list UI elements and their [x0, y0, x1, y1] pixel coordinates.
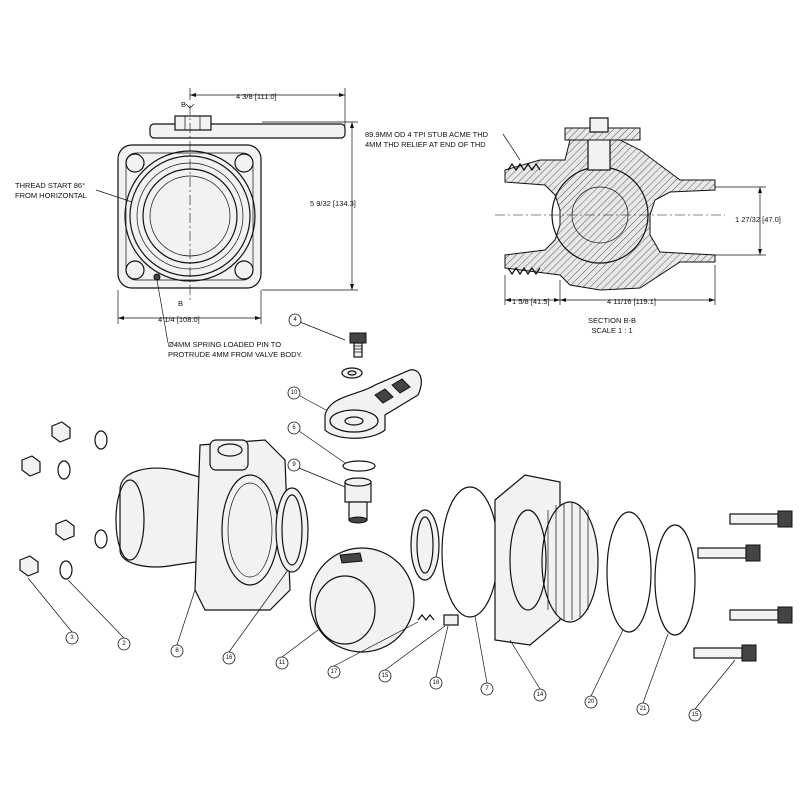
note-pin-line1: Ø4MM SPRING LOADED PIN TO: [168, 340, 281, 349]
part-stem: [344, 477, 372, 524]
balloon-10: [287, 386, 301, 400]
balloon-18: [429, 676, 443, 690]
part-valve-body: [115, 439, 291, 611]
balloon-9: [287, 458, 301, 472]
balloon-6: [287, 421, 301, 435]
exploded-view: 4 10 6 9 3 2 8 16 11: [19, 313, 793, 722]
part-seat-right: [410, 509, 440, 581]
balloon-8: [170, 644, 184, 658]
front-view: B B 4 3/8 [111.0] 5 9/32 [134.3] 4 1/4 […: [15, 88, 358, 359]
part-o-ring-21: [654, 524, 696, 636]
part-o-ring-small: [342, 460, 376, 472]
balloons: 4 10 6 9 3 2 8 16 11: [27, 313, 736, 722]
part-washer: [341, 367, 363, 379]
note-thread-start-line2: FROM HORIZONTAL: [15, 191, 87, 200]
note-acme-thread-line1: 89.9MM OD 4 TPI STUB ACME THD: [365, 130, 489, 139]
part-lock-washers: [57, 430, 108, 580]
part-screw: [349, 332, 367, 358]
balloon-20: [584, 695, 598, 709]
balloon-15-pin: [378, 669, 392, 683]
svg-text:16: 16: [226, 655, 233, 661]
bolt-hole: [125, 153, 145, 173]
part-o-ring-20: [606, 511, 652, 633]
part-spring: [417, 614, 435, 621]
part-seat-left: [275, 487, 309, 573]
balloon-14: [533, 688, 547, 702]
part-bolts: [693, 510, 793, 662]
balloon-4: [288, 313, 302, 327]
dim-left: 1 5/8 [41.5]: [512, 297, 550, 306]
section-view: 1 27/32 [47.0] 1 5/8 [41.5] 4 11/16 [119…: [365, 117, 781, 335]
dim-bore: 1 27/32 [47.0]: [735, 215, 781, 224]
svg-text:18: 18: [433, 680, 440, 686]
section-mark-bottom: B: [178, 299, 183, 308]
bolt-hole: [234, 260, 254, 280]
svg-text:17: 17: [331, 669, 338, 675]
svg-text:8: 8: [175, 648, 179, 654]
svg-text:10: 10: [291, 390, 298, 396]
dim-height: 5 9/32 [134.3]: [310, 199, 356, 208]
acme-thread-bottom: [507, 266, 541, 276]
note-thread-start-line1: THREAD START 86°: [15, 181, 85, 190]
acme-thread-top: [507, 162, 541, 172]
dim-length: 4 11/16 [119.1]: [607, 297, 656, 306]
balloon-15-bolt: [688, 708, 702, 722]
section-title: SECTION B-B: [588, 316, 636, 325]
svg-text:4: 4: [293, 317, 297, 323]
note-pin-line2: PROTRUDE 4MM FROM VALVE BODY.: [168, 350, 303, 359]
part-pin: [443, 614, 459, 626]
svg-text:7: 7: [485, 686, 489, 692]
bolt-hole: [125, 260, 145, 280]
svg-text:15: 15: [692, 712, 699, 718]
svg-text:3: 3: [70, 635, 74, 641]
svg-text:14: 14: [537, 692, 544, 698]
dim-width-top: 4 3/8 [111.0]: [236, 92, 277, 101]
part-gasket: [441, 486, 499, 618]
spring-pin: [153, 273, 161, 281]
svg-text:15: 15: [382, 673, 389, 679]
balloon-21: [636, 702, 650, 716]
front-handle: [149, 115, 346, 139]
svg-text:21: 21: [640, 706, 647, 712]
section-mark-top: B: [181, 100, 186, 109]
note-acme-thread-line2: 4MM THD RELIEF AT END OF THD: [365, 140, 486, 149]
part-handle: [324, 369, 422, 439]
part-nuts: [19, 421, 75, 577]
balloon-2: [117, 637, 131, 651]
svg-text:20: 20: [588, 699, 595, 705]
svg-text:11: 11: [279, 660, 286, 666]
front-body-flange: [117, 144, 262, 289]
bolt-hole: [234, 153, 254, 173]
svg-text:9: 9: [292, 462, 296, 468]
section-scale: SCALE 1 : 1: [591, 326, 632, 335]
svg-text:6: 6: [292, 425, 296, 431]
balloon-7: [480, 682, 494, 696]
balloon-11: [275, 656, 289, 670]
part-end-connector: [494, 474, 599, 646]
section-handle: [564, 127, 641, 141]
balloon-16: [222, 651, 236, 665]
dim-width-bottom: 4 1/4 [108.0]: [158, 315, 200, 324]
balloon-17: [327, 665, 341, 679]
balloon-3: [65, 631, 79, 645]
part-ball: [309, 547, 415, 653]
svg-text:2: 2: [122, 641, 126, 647]
